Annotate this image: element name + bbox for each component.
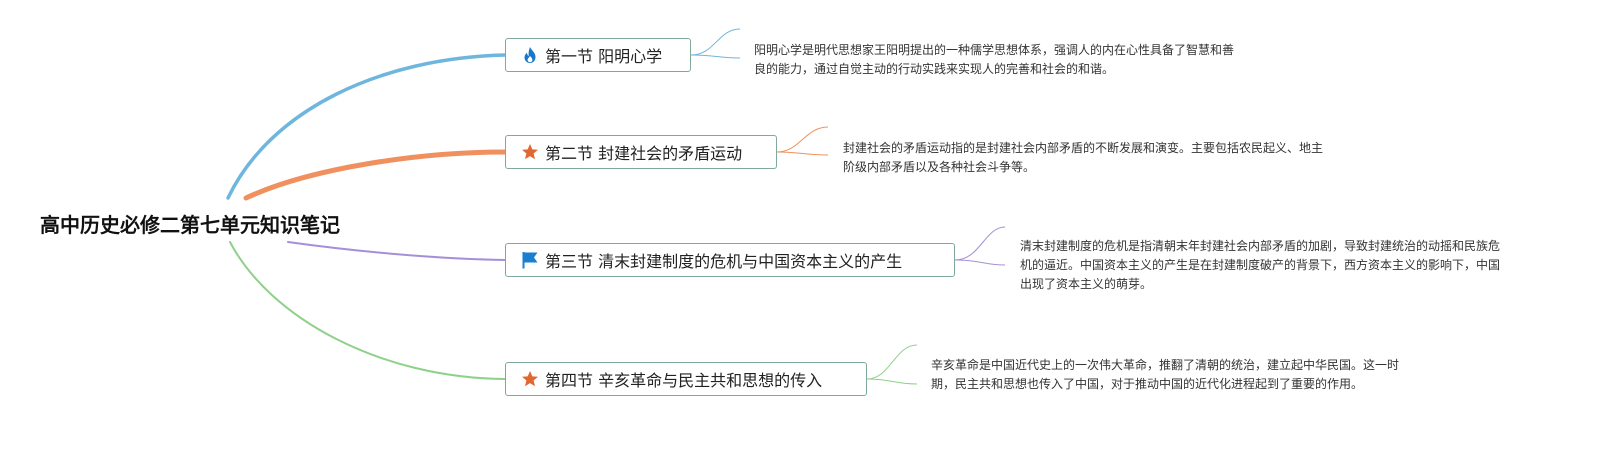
topic-section-1[interactable]: 第一节 阳明心学 (505, 38, 691, 72)
star-icon (521, 370, 539, 388)
note-section-2: 封建社会的矛盾运动指的是封建社会内部矛盾的不断发展和演变。主要包括农民起义、地主… (843, 141, 1324, 174)
star-icon (521, 143, 539, 161)
topic-section-4[interactable]: 第四节 辛亥革命与民主共和思想的传入 (505, 362, 867, 396)
branch-line-4 (229, 241, 506, 380)
note-connector-4 (866, 344, 918, 385)
note-section-1: 阳明心学是明代思想家王阳明提出的一种儒学思想体系，强调人的内在心性具备了智慧和善… (754, 43, 1235, 76)
fire-icon (521, 46, 539, 64)
topic-label: 第四节 辛亥革命与民主共和思想的传入 (545, 371, 823, 390)
flag-icon (521, 251, 539, 269)
topic-label: 第三节 清末封建制度的危机与中国资本主义的产生 (545, 252, 903, 271)
branch-line-1 (226, 53, 507, 200)
note-connector-2 (776, 126, 829, 156)
branch-line-3 (287, 241, 506, 261)
topic-section-2[interactable]: 第二节 封建社会的矛盾运动 (505, 135, 777, 169)
topic-label: 第二节 封建社会的矛盾运动 (545, 144, 743, 163)
root-topic[interactable]: 高中历史必修二第七单元知识笔记 (40, 213, 340, 237)
branch-line-2 (243, 149, 508, 201)
topic-section-3[interactable]: 第三节 清末封建制度的危机与中国资本主义的产生 (505, 243, 955, 277)
note-section-3: 清末封建制度的危机是指清朝末年封建社会内部矛盾的加剧，导致封建统治的动摇和民族危… (1020, 239, 1501, 291)
note-connector-3 (954, 226, 1006, 266)
note-connector-1 (690, 28, 741, 59)
note-section-4: 辛亥革命是中国近代史上的一次伟大革命，推翻了清朝的统治，建立起中华民国。这一时期… (931, 358, 1400, 391)
topic-label: 第一节 阳明心学 (545, 47, 663, 66)
